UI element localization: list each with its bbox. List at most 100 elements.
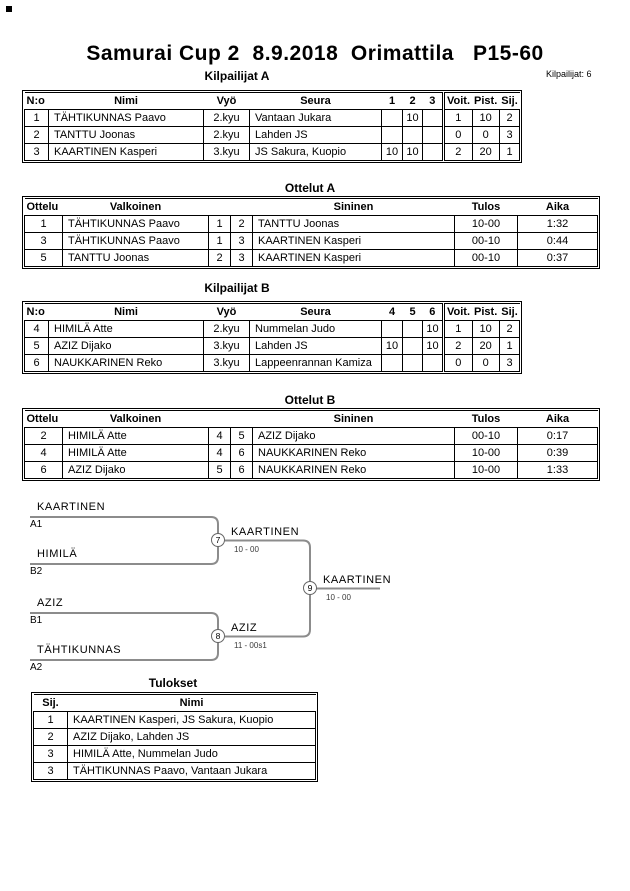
table-row: 3 TÄHTIKUNNAS Paavo, Vantaan Jukara (33, 762, 316, 780)
bracket-match-score: 10 - 00 (326, 593, 351, 602)
cell-m1 (381, 126, 403, 144)
cell-time: 1:32 (517, 215, 598, 233)
pool-a-table: N:o Nimi Vyö Seura 1 2 3 Voit. Pist. Sij… (22, 90, 523, 163)
col-place: Sij. (33, 694, 68, 712)
bracket-winner-name: KAARTINEN (323, 574, 392, 586)
cell-blue: KAARTINEN Kasperi (252, 249, 455, 267)
col-club: Seura (249, 92, 382, 110)
cell-wins: 1 (442, 320, 473, 338)
header-row: N:o Nimi Vyö Seura 4 5 6 Voit. Pist. Sij… (24, 303, 520, 321)
table-row: 5 AZIZ Dijako 3.kyu Lahden JS 10 10 2 20… (24, 337, 521, 355)
cell-white: AZIZ Dijako (62, 461, 209, 479)
cell-m3: 10 (422, 320, 444, 338)
bracket-slot-name: TÄHTIKUNNAS (37, 644, 122, 656)
col-m2: 5 (402, 303, 423, 321)
cell-place: 3 (498, 126, 521, 144)
cell-match: 4 (24, 444, 63, 462)
bracket-slot-name: AZIZ (37, 597, 64, 609)
col-belt: Vyö (203, 303, 250, 321)
cell-no: 4 (24, 320, 49, 338)
cell-points: 0 (471, 126, 500, 144)
col-name: Nimi (67, 694, 316, 712)
cell-points: 20 (471, 143, 500, 161)
table-row: 4 HIMILÄ Atte 2.kyu Nummelan Judo 10 1 1… (24, 320, 521, 338)
cell-m2 (402, 337, 423, 355)
table-row: 1 KAARTINEN Kasperi, JS Sakura, Kuopio (33, 711, 316, 729)
cell-name: KAARTINEN Kasperi (48, 143, 204, 161)
bracket-winner-name: AZIZ (231, 622, 258, 634)
col-m1: 4 (381, 303, 403, 321)
col-name: Nimi (48, 303, 204, 321)
cell-wins: 2 (442, 143, 473, 161)
cell-name: NAUKKARINEN Reko (48, 354, 204, 372)
col-m2: 2 (402, 92, 423, 110)
cell-place: 3 (498, 354, 521, 372)
cell-belt: 2.kyu (203, 126, 250, 144)
cell-time: 1:33 (517, 461, 598, 479)
cell-wins: 0 (442, 354, 473, 372)
bracket-match-score: 11 - 00s1 (234, 641, 267, 650)
cell-blue: AZIZ Dijako (252, 427, 455, 445)
table-row: 6 AZIZ Dijako 5 6 NAUKKARINEN Reko 10-00… (24, 461, 598, 479)
table-row: 3 KAARTINEN Kasperi 3.kyu JS Sakura, Kuo… (24, 143, 521, 161)
cell-name: AZIZ Dijako, Lahden JS (67, 728, 316, 746)
cell-result: 10-00 (454, 444, 518, 462)
cell-m2: 10 (402, 143, 423, 161)
cell-wno: 1 (208, 215, 231, 233)
col-m3: 3 (422, 92, 444, 110)
cell-blue: TANTTU Joonas (252, 215, 455, 233)
cell-bno: 5 (230, 427, 253, 445)
cell-m3 (422, 126, 444, 144)
cell-m1 (381, 109, 403, 127)
col-name: Nimi (48, 92, 204, 110)
cell-wins: 0 (442, 126, 473, 144)
cell-name: HIMILÄ Atte, Nummelan Judo (67, 745, 316, 763)
cell-m3 (422, 109, 444, 127)
cell-m3 (422, 354, 444, 372)
pool-a-heading: Kilpailijat A (204, 69, 270, 83)
cell-place: 2 (498, 109, 521, 127)
col-time: Aika (517, 198, 598, 216)
cell-white: TÄHTIKUNNAS Paavo (62, 232, 209, 250)
cell-club: JS Sakura, Kuopio (249, 143, 382, 161)
bracket-slot-seed: B2 (30, 566, 43, 577)
cell-name: TANTTU Joonas (48, 126, 204, 144)
cell-no: 5 (24, 337, 49, 355)
cell-place: 2 (33, 728, 68, 746)
col-time: Aika (517, 410, 598, 428)
match-number-badge: 9 (303, 581, 317, 595)
cell-club: Lahden JS (249, 337, 382, 355)
col-wins: Voit. (442, 303, 473, 321)
cell-no: 1 (24, 109, 49, 127)
cell-m2 (402, 126, 423, 144)
col-wno (208, 410, 231, 428)
cell-m3 (422, 143, 444, 161)
cell-white: HIMILÄ Atte (62, 444, 209, 462)
col-no: N:o (24, 92, 49, 110)
header-row: Ottelu Valkoinen Sininen Tulos Aika (24, 410, 598, 428)
match-number-badge: 7 (211, 533, 225, 547)
cell-match: 3 (24, 232, 63, 250)
header-row: Ottelu Valkoinen Sininen Tulos Aika (24, 198, 598, 216)
cell-belt: 3.kyu (203, 143, 250, 161)
pool-b-heading: Kilpailijat B (204, 281, 270, 295)
cell-white: HIMILÄ Atte (62, 427, 209, 445)
cell-wno: 4 (208, 444, 231, 462)
cell-club: Nummelan Judo (249, 320, 382, 338)
cell-name: AZIZ Dijako (48, 337, 204, 355)
matches-b-table: Ottelu Valkoinen Sininen Tulos Aika 2 HI… (22, 408, 600, 481)
cell-match: 1 (24, 215, 63, 233)
cell-points: 0 (471, 354, 500, 372)
bracket-winner-name: KAARTINEN (231, 526, 300, 538)
table-row: 6 NAUKKARINEN Reko 3.kyu Lappeenrannan K… (24, 354, 521, 372)
cell-match: 5 (24, 249, 63, 267)
cell-no: 3 (24, 143, 49, 161)
match-number-badge: 8 (211, 629, 225, 643)
cell-club: Vantaan Jukara (249, 109, 382, 127)
cell-m1: 10 (381, 337, 403, 355)
col-m1: 1 (381, 92, 403, 110)
header-row: Sij. Nimi (33, 694, 316, 712)
cell-name: TÄHTIKUNNAS Paavo, Vantaan Jukara (67, 762, 316, 780)
cell-bno: 3 (230, 232, 253, 250)
